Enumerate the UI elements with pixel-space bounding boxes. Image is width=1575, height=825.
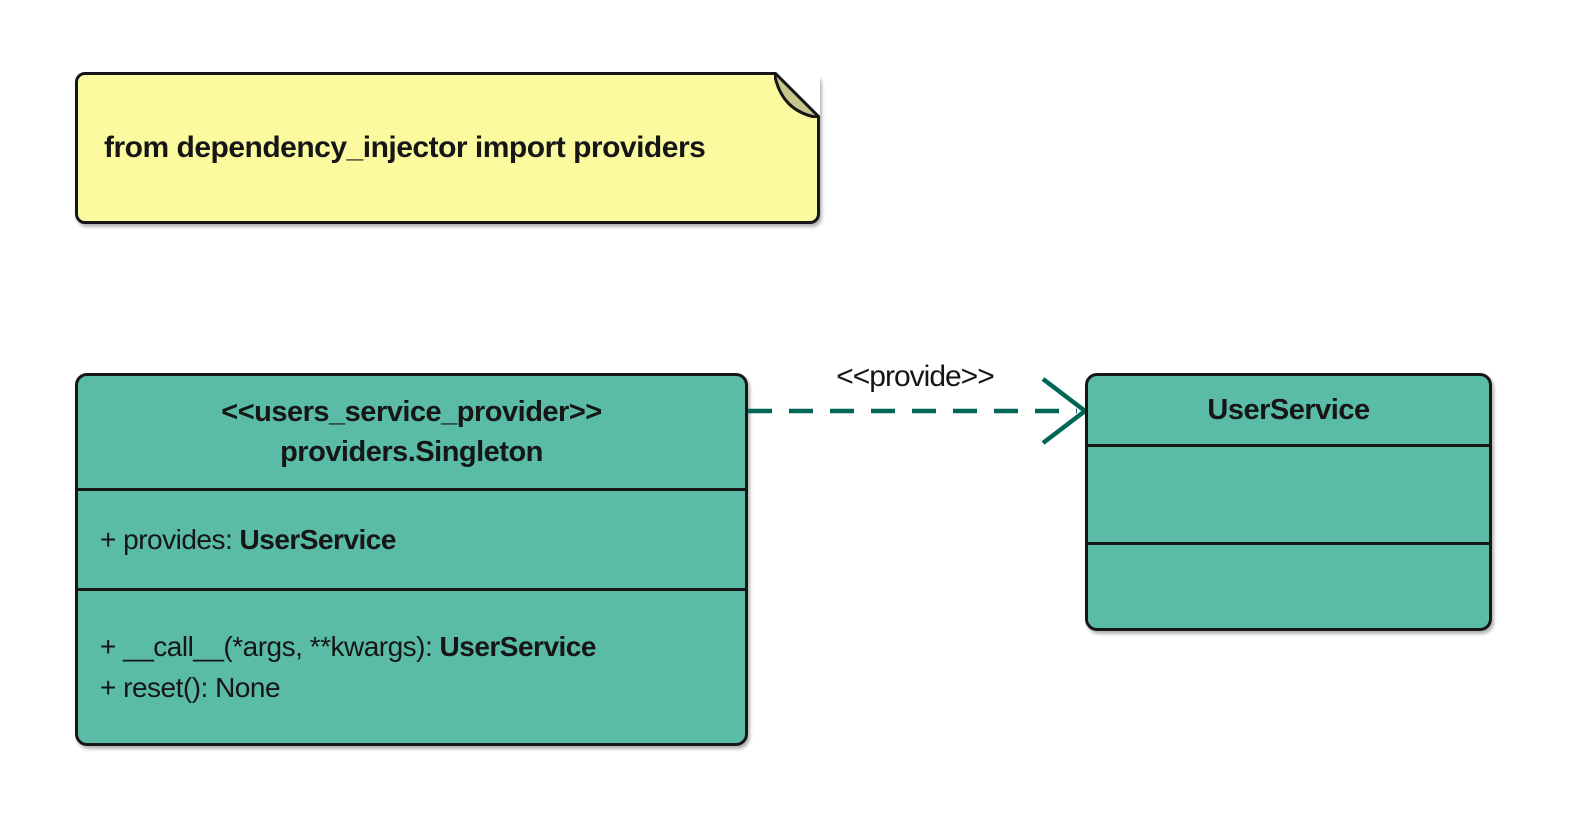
class-userservice-attributes — [1088, 444, 1489, 542]
class-providers-singleton: <<users_service_provider>> providers.Sin… — [75, 373, 748, 746]
method-label: + reset(): None — [100, 672, 281, 703]
provide-arrow-label: <<provide>> — [836, 360, 994, 393]
attribute-label: + provides: — [100, 524, 240, 555]
note-fold-icon — [774, 72, 820, 118]
attribute-provides: + provides: UserService — [100, 519, 745, 560]
class-userservice: UserService — [1085, 373, 1492, 631]
code-note: from dependency_injector import provider… — [75, 72, 820, 224]
class-name: providers.Singleton — [280, 436, 543, 468]
method-call: + __call__(*args, **kwargs): UserService — [100, 626, 745, 667]
method-label: + __call__(*args, **kwargs): — [100, 631, 440, 662]
class-providers-singleton-header: <<users_service_provider>> providers.Sin… — [78, 376, 745, 488]
class-providers-singleton-attributes: + provides: UserService — [78, 488, 745, 588]
class-providers-singleton-methods: + __call__(*args, **kwargs): UserService… — [78, 588, 745, 743]
method-return-type: UserService — [439, 631, 597, 662]
method-reset: + reset(): None — [100, 667, 745, 708]
note-text: from dependency_injector import provider… — [104, 131, 706, 164]
class-stereotype: <<users_service_provider>> — [221, 396, 602, 428]
class-userservice-header: UserService — [1088, 376, 1489, 444]
class-userservice-methods — [1088, 542, 1489, 628]
attribute-type: UserService — [239, 524, 397, 555]
class-name: UserService — [1207, 394, 1370, 426]
